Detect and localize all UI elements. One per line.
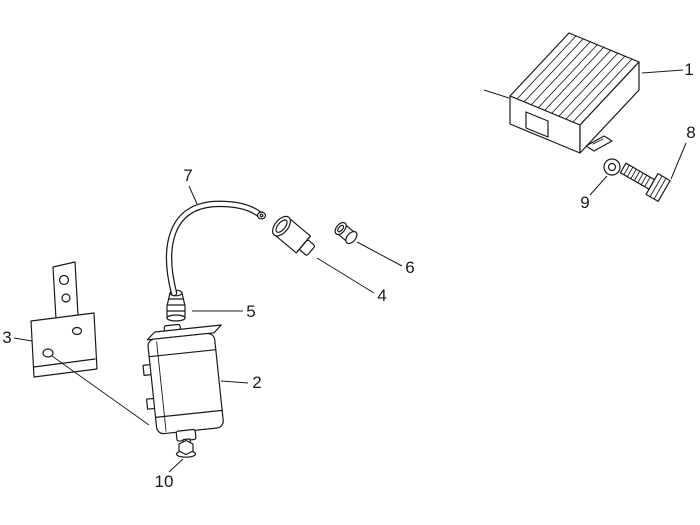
leader-2 — [221, 381, 248, 383]
bolt-threads — [624, 165, 650, 187]
leader-6 — [357, 242, 402, 266]
leader-1 — [642, 70, 683, 73]
part-label-9: 9 — [580, 193, 590, 212]
washer-drawing — [604, 159, 620, 175]
part-label-5: 5 — [246, 302, 256, 321]
part-label-2: 2 — [252, 373, 262, 392]
part-label-1: 1 — [684, 60, 694, 79]
ht-cable-drawing — [169, 204, 265, 293]
part-label-10: 10 — [154, 472, 174, 491]
hex-bolt-drawing — [617, 157, 670, 201]
leader-3 — [14, 338, 32, 341]
leader-lines — [14, 70, 686, 472]
ignition-coil-drawing — [139, 320, 233, 451]
regulator-fins — [517, 36, 632, 122]
spark-plug-cap-drawing — [269, 213, 318, 260]
part-label-7: 7 — [183, 166, 193, 185]
voltage-regulator-drawing — [484, 33, 639, 153]
part-label-3: 3 — [2, 328, 12, 347]
leader-10 — [169, 459, 183, 472]
leader-7 — [189, 186, 197, 204]
part-label-8: 8 — [686, 123, 696, 142]
part-label-4: 4 — [377, 286, 387, 305]
part-label-6: 6 — [405, 258, 415, 277]
leader-8 — [671, 143, 686, 179]
pointer-line — [484, 90, 509, 98]
mounting-bracket-drawing — [31, 262, 97, 377]
leader-9 — [590, 176, 607, 195]
leader-4 — [317, 258, 374, 293]
coil-boot-drawing — [167, 290, 185, 321]
flange-nut-drawing — [177, 441, 196, 458]
grommet-drawing — [333, 220, 359, 245]
assembly-line — [52, 356, 149, 425]
